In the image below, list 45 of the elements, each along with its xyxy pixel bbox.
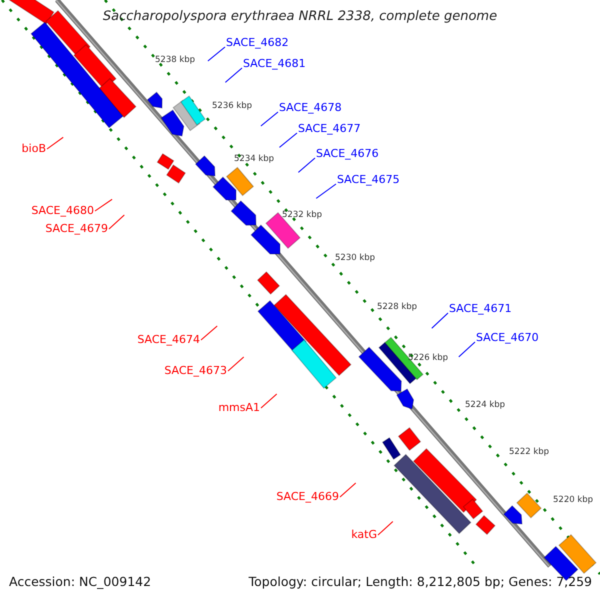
leader-line (378, 521, 394, 536)
scale-label: 5224 kbp (465, 401, 506, 410)
leader-line (278, 132, 298, 148)
gene-label: katG (351, 529, 377, 540)
leader-line (340, 482, 356, 498)
leader-line (200, 326, 218, 340)
scale-label: 5220 kbp (553, 496, 594, 504)
gene-label: SACE_4677 (298, 123, 361, 134)
leader-line (108, 214, 125, 230)
scale-label: 5238 kbp (155, 56, 196, 64)
gene-label: SACE_4679 (45, 223, 108, 234)
gene-label: SACE_4678 (279, 102, 342, 113)
footer-text: Topology: circular; Length: 8,212,805 bp; Genes: 7,259 (248, 576, 592, 588)
gene-label: SACE_4670 (476, 332, 539, 343)
leader-line (228, 356, 244, 372)
leader-line (224, 68, 242, 83)
leader-line (431, 312, 448, 329)
leader-line (458, 342, 476, 358)
footer-text: Accession: NC_009142 (9, 576, 152, 588)
scale-label: 5236 kbp (212, 102, 252, 110)
title: Saccharopolyspora erythraea NRRL 2338, complete genome (102, 10, 498, 23)
gene-label: SACE_4675 (337, 174, 400, 185)
leader-line (260, 394, 278, 408)
scale-label: 5222 kbp (509, 448, 550, 456)
leader-line (298, 158, 316, 173)
gene-label: SACE_4671 (449, 303, 512, 314)
gene-label: SACE_4669 (276, 491, 339, 502)
scale-label: 5232 kbp (282, 211, 322, 220)
scale-label: 5234 kbp (234, 155, 274, 164)
leader-line (260, 112, 278, 126)
gene-label: SACE_4682 (226, 37, 289, 48)
leader-line (316, 184, 336, 199)
leader-line (46, 136, 64, 150)
gene-label: SACE_4673 (164, 365, 227, 376)
gene-label: mmsA1 (218, 402, 260, 413)
leader-line (207, 46, 226, 62)
scale-label: 5230 kbp (335, 254, 376, 262)
scale-label: 5228 kbp (377, 303, 418, 312)
gene-label: bioB (22, 143, 46, 154)
gene-label: SACE_4680 (31, 205, 94, 216)
gene-label: SACE_4676 (316, 148, 379, 159)
gene-label: SACE_4674 (137, 334, 200, 345)
gene-label: SACE_4681 (243, 58, 306, 69)
leader-line (94, 198, 113, 212)
scale-label: 5226 kbp (408, 354, 448, 362)
